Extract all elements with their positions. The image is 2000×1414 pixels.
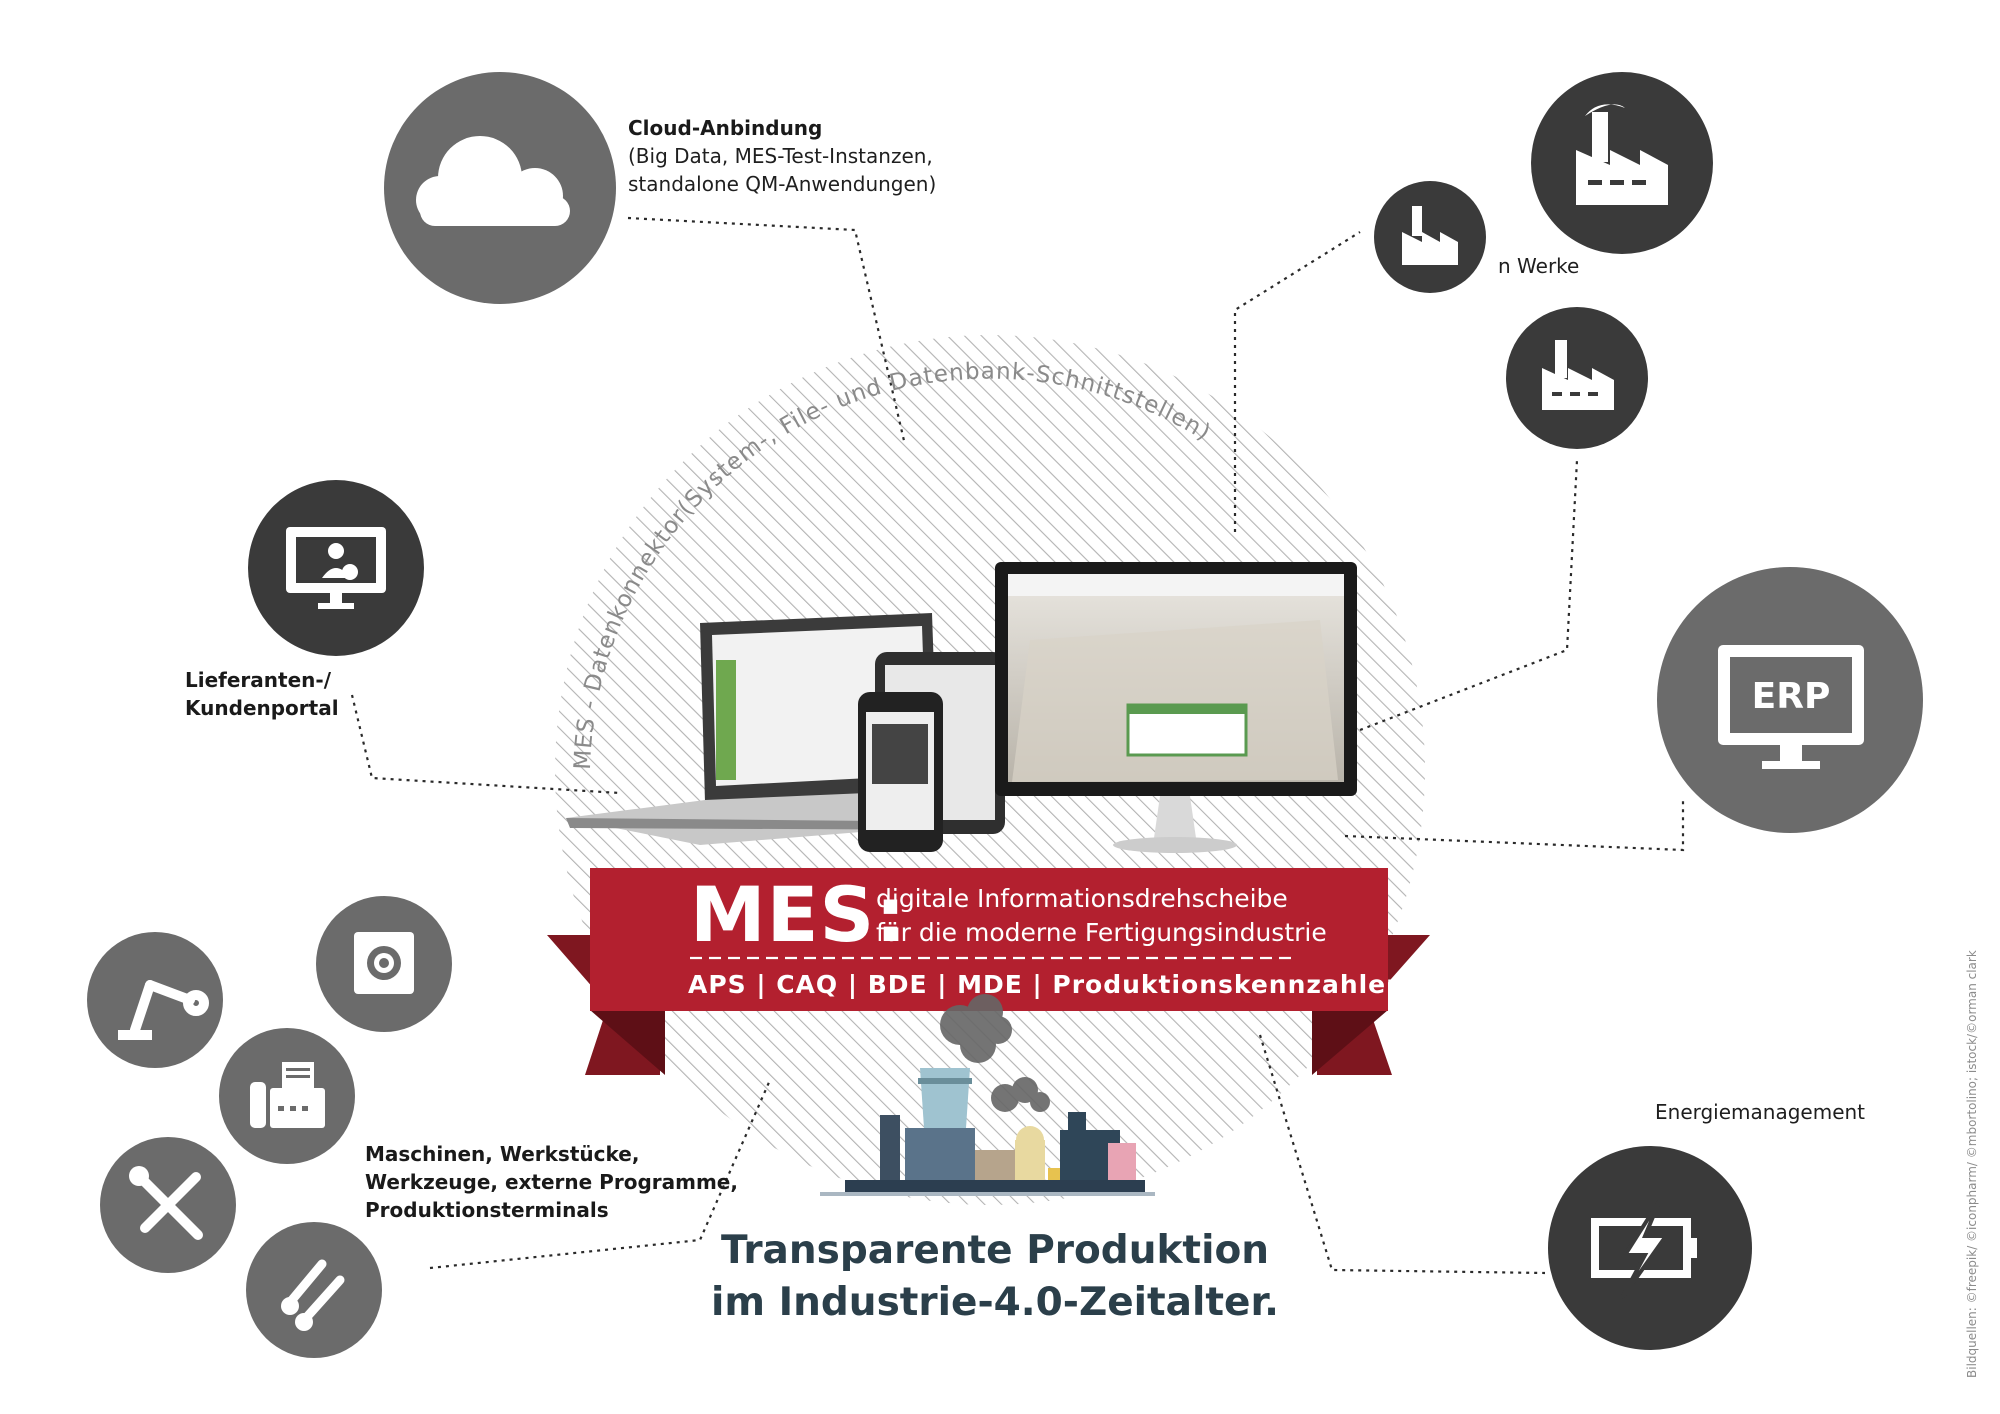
wrench-screwdriver-icon (135, 1172, 203, 1240)
bolts-node (246, 1222, 382, 1358)
cloud-label-line1: (Big Data, MES-Test-Instanzen, (628, 144, 933, 168)
portal-label-line1: Lieferanten-/ (185, 668, 331, 692)
headline-line2: im Industrie-4.0-Zeitalter. (711, 1280, 1279, 1325)
mes-banner (547, 868, 1430, 1075)
banner-subtitle-line1: digitale Informationsdrehscheibe (876, 884, 1288, 913)
machines-label: Maschinen, Werkstücke, Werkzeuge, extern… (365, 1140, 738, 1224)
cloud-node (384, 72, 616, 304)
banner-body (590, 868, 1388, 1011)
factory-icon (1402, 206, 1458, 265)
safe-icon (354, 932, 414, 994)
energy-connector (1258, 1034, 1546, 1275)
erp-node: ERP (1657, 567, 1923, 833)
fax-node (219, 1028, 355, 1164)
factory-icon (1576, 104, 1668, 205)
erp-connector (1344, 800, 1685, 852)
werke-lower-connector (1359, 459, 1579, 732)
tools-node (100, 1137, 236, 1273)
robot-node (87, 932, 223, 1068)
monitor-user-icon (286, 527, 386, 609)
banner-subtitle-line2: für die moderne Fertigungsindustrie (876, 918, 1327, 947)
erp-label: ERP (1752, 676, 1831, 717)
laptop-status-column (716, 660, 736, 780)
banner-tags: APS | CAQ | BDE | MDE | Produktionskennz… (688, 970, 1405, 999)
machines-connector (429, 1079, 772, 1270)
bolts-nuts-icon (287, 1259, 345, 1323)
factory-icon (1542, 340, 1614, 410)
werke-label: n Werke (1498, 254, 1580, 278)
machines-label-line1: Maschinen, Werkstücke, (365, 1142, 640, 1166)
cooling-tower (920, 1068, 970, 1128)
energy-node (1548, 1146, 1752, 1350)
cloud-icon (416, 136, 570, 226)
machines-label-line3: Produktionsterminals (365, 1198, 609, 1222)
headline-line1: Transparente Produktion (721, 1228, 1269, 1273)
devices-illustration (566, 562, 1357, 853)
machines-label-line2: Werkzeuge, externe Programme, (365, 1170, 738, 1194)
smartphone-menu (872, 724, 928, 784)
factory-skyline-illustration (820, 994, 1155, 1196)
factory-node-large (1531, 72, 1713, 254)
cloud-label-title: Cloud-Anbindung (628, 116, 823, 140)
battery-lightning-icon (1591, 1198, 1697, 1300)
wrench-head (129, 1166, 149, 1186)
robot-base (118, 1030, 152, 1040)
image-credits: Bildquellen: ©freepik/ ©iconpharm/ ©mbor… (1965, 950, 1979, 1378)
portal-label-line2: Kundenportal (185, 696, 339, 720)
portal-label: Lieferanten-/ Kundenportal (185, 666, 339, 722)
safe-node (316, 896, 452, 1032)
cloud-label-line2: standalone QM-Anwendungen) (628, 172, 937, 196)
factory-node-middle (1506, 307, 1648, 449)
connector-lines (350, 216, 1685, 1275)
energy-label: Energiemanagement (1655, 1100, 1866, 1124)
werke-connector (1233, 231, 1361, 532)
monitor-stand (1154, 796, 1196, 838)
desktop-toolbar (1008, 574, 1344, 596)
robot-arm-icon (130, 980, 209, 1035)
factory-node-small (1374, 181, 1486, 293)
cloud-label: Cloud-Anbindung (Big Data, MES-Test-Inst… (628, 114, 936, 198)
portal-node (248, 480, 424, 656)
erp-monitor-icon (1718, 645, 1864, 769)
banner-title: MES: (690, 870, 907, 959)
